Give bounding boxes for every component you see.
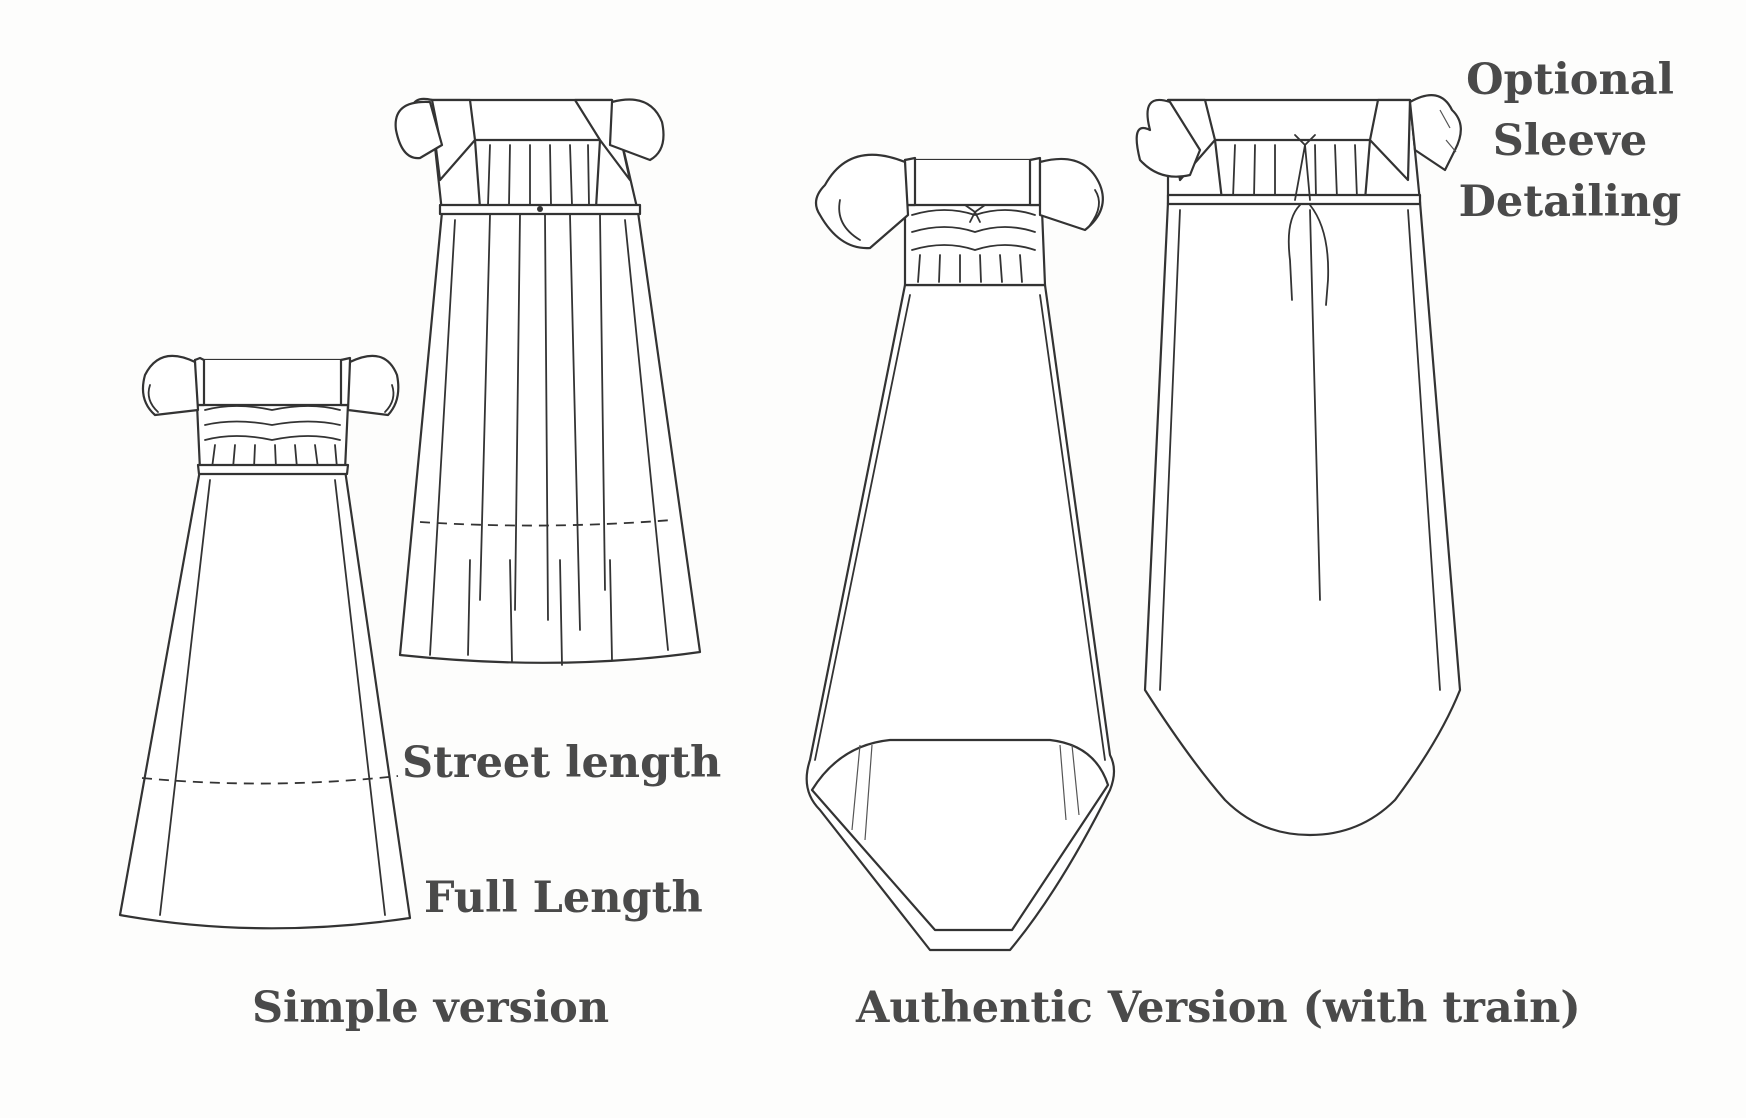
optional-sleeve-detailing-label: Optional Sleeve Detailing <box>1450 50 1690 233</box>
detailing-line: Detailing <box>1458 177 1682 227</box>
street-length-label: Street length <box>402 738 722 788</box>
sleeve-line: Sleeve <box>1492 116 1648 166</box>
simple-dress-back <box>394 97 702 666</box>
optional-line: Optional <box>1466 55 1674 105</box>
simple-dress-front <box>118 354 412 930</box>
authentic-version-caption: Authentic Version (with train) <box>856 983 1581 1033</box>
street-length-line <box>141 775 399 785</box>
authentic-dress-back <box>1135 94 1462 837</box>
simple-version-caption: Simple version <box>252 983 610 1033</box>
full-length-label: Full Length <box>424 873 703 923</box>
authentic-dress-front <box>805 153 1116 952</box>
